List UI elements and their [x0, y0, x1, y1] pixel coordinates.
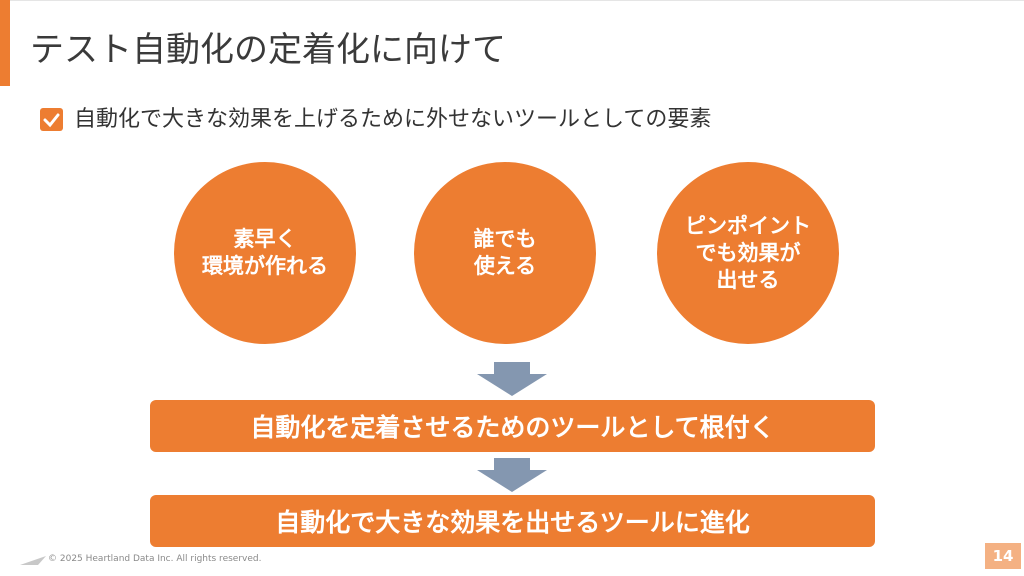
copyright-footer: © 2025 Heartland Data Inc. All rights re…: [48, 554, 262, 564]
down-arrow-icon: [477, 458, 547, 492]
step-box-establish: 自動化を定着させるためのツールとして根付く: [150, 400, 875, 452]
down-arrow-icon: [477, 362, 547, 396]
checkbox-icon: [40, 108, 63, 131]
slide-title: テスト自動化の定着化に向けて: [30, 30, 506, 70]
step-box-evolve: 自動化で大きな効果を出せるツールに進化: [150, 495, 875, 547]
circle-anyone-can-use: 誰でも 使える: [414, 162, 596, 344]
title-accent-bar: [0, 0, 10, 86]
company-logo-icon: [20, 556, 46, 565]
page-number: 14: [985, 543, 1021, 569]
bullet-text: 自動化で大きな効果を上げるために外せないツールとしての要素: [74, 107, 712, 132]
circle-quick-environment: 素早く 環境が作れる: [174, 162, 356, 344]
circle-pinpoint-effect: ピンポイント でも効果が 出せる: [657, 162, 839, 344]
top-divider: [0, 0, 1024, 1]
